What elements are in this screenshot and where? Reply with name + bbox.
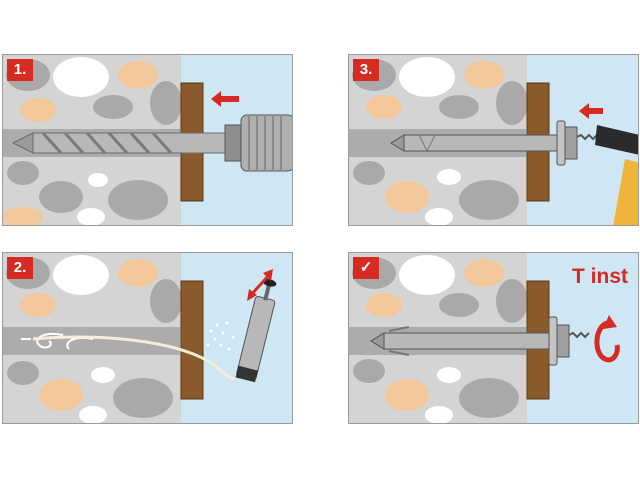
drill-hole (3, 327, 181, 355)
step-number-badge: 1. (7, 59, 33, 81)
blow-out-pump (235, 278, 277, 383)
wood-fixture (180, 280, 204, 400)
nut (564, 126, 578, 160)
step-2-illustration (3, 253, 292, 423)
washer (548, 316, 558, 366)
step-4-panel: ✓ T inst (348, 252, 639, 424)
concrete-aggregate (3, 57, 182, 225)
anchor-bolt (390, 120, 598, 166)
push-arrow-icon (579, 103, 603, 119)
nut (556, 324, 570, 358)
anchor-bolt (370, 316, 590, 366)
step-number-badge: 3. (353, 59, 379, 81)
drill-bit (11, 131, 229, 155)
washer (556, 120, 566, 166)
step-2-panel: 2. (2, 252, 293, 424)
hammer-icon (595, 125, 638, 225)
step-1-panel: 1. (2, 54, 293, 226)
step-1-illustration (3, 55, 292, 225)
torque-label: T inst (572, 265, 628, 288)
push-arrow-icon (211, 91, 239, 107)
blow-tube (32, 335, 236, 381)
step-3-illustration (349, 55, 638, 225)
concrete-aggregate (6, 255, 182, 423)
drill-chuck (224, 114, 292, 172)
dust-particles (206, 321, 235, 351)
step-number-badge: 2. (7, 257, 33, 279)
step-3-panel: 3. (348, 54, 639, 226)
pump-motion-arrow-icon (247, 269, 273, 301)
rotation-arrow-icon (594, 315, 620, 363)
step-done-badge: ✓ (353, 257, 379, 279)
